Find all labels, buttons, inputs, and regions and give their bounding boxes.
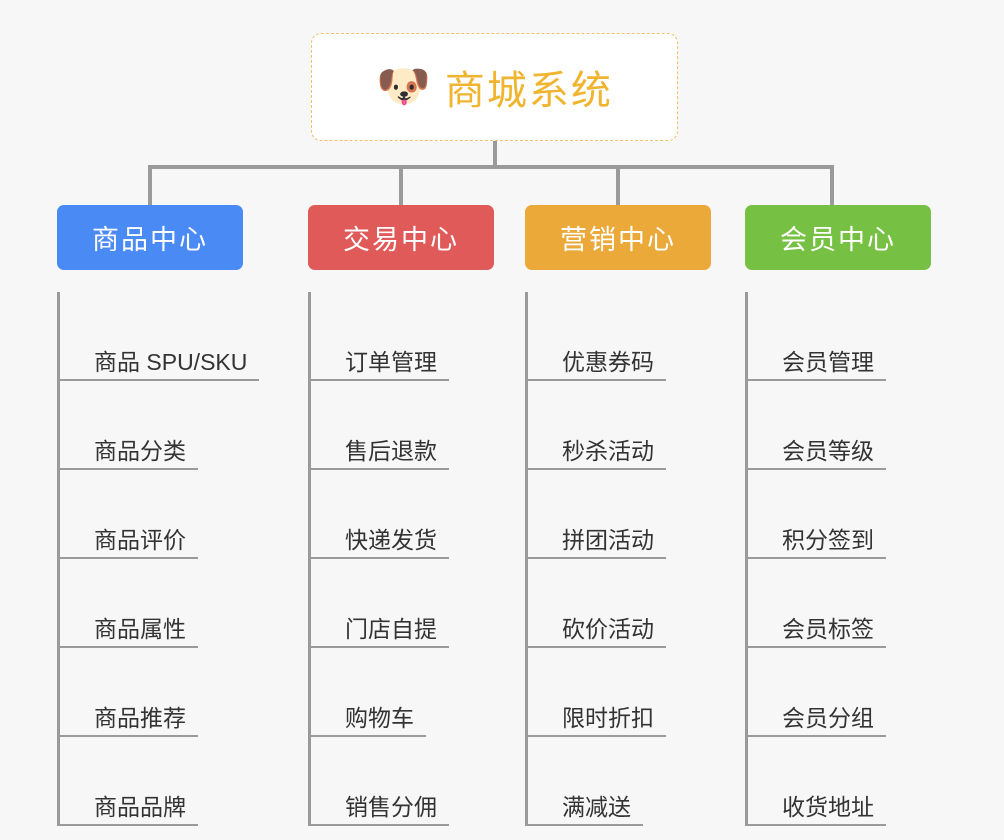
leaf-label: 会员管理 — [748, 349, 886, 381]
branch-column-marketing-center: 营销中心 优惠券码 秒杀活动 拼团活动 砍价活动 限时折扣 满减送 — [525, 205, 711, 826]
list-item[interactable]: 售后退款 — [311, 381, 494, 470]
leaf-label: 购物车 — [311, 705, 426, 737]
list-item[interactable]: 拼团活动 — [528, 470, 711, 559]
leaf-label: 秒杀活动 — [528, 438, 666, 470]
list-item[interactable]: 会员标签 — [748, 559, 931, 648]
leaf-label: 会员分组 — [748, 705, 886, 737]
connector-root-stem — [493, 141, 497, 168]
branch-column-product-center: 商品中心 商品 SPU/SKU 商品分类 商品评价 商品属性 商品推荐 商品品牌 — [57, 205, 260, 826]
list-item[interactable]: 销售分佣 — [311, 737, 494, 826]
connector-drop-3 — [616, 165, 620, 205]
leaf-label: 拼团活动 — [528, 527, 666, 559]
list-item[interactable]: 商品分类 — [60, 381, 259, 470]
list-item[interactable]: 会员管理 — [748, 292, 931, 381]
list-item[interactable]: 商品评价 — [60, 470, 259, 559]
leaf-label: 售后退款 — [311, 438, 449, 470]
list-item[interactable]: 会员等级 — [748, 381, 931, 470]
leaf-label: 会员等级 — [748, 438, 886, 470]
category-label: 会员中心 — [780, 225, 896, 255]
list-item[interactable]: 门店自提 — [311, 559, 494, 648]
list-item[interactable]: 砍价活动 — [528, 559, 711, 648]
connector-drop-2 — [399, 165, 403, 205]
leaf-list-member-center: 会员管理 会员等级 积分签到 会员标签 会员分组 收货地址 — [745, 292, 931, 826]
category-box-product-center[interactable]: 商品中心 — [57, 205, 243, 270]
leaf-label: 商品品牌 — [60, 794, 198, 826]
category-box-member-center[interactable]: 会员中心 — [745, 205, 931, 270]
leaf-label: 快递发货 — [311, 527, 449, 559]
list-item[interactable]: 商品推荐 — [60, 648, 259, 737]
category-label: 交易中心 — [343, 225, 459, 255]
connector-drop-1 — [148, 165, 152, 205]
list-item[interactable]: 商品品牌 — [60, 737, 259, 826]
list-item[interactable]: 限时折扣 — [528, 648, 711, 737]
leaf-label: 满减送 — [528, 794, 643, 826]
leaf-label: 优惠券码 — [528, 349, 666, 381]
list-item[interactable]: 订单管理 — [311, 292, 494, 381]
leaf-label: 商品属性 — [60, 616, 198, 648]
leaf-label: 销售分佣 — [311, 794, 449, 826]
leaf-label: 会员标签 — [748, 616, 886, 648]
leaf-label: 门店自提 — [311, 616, 449, 648]
branch-column-trade-center: 交易中心 订单管理 售后退款 快递发货 门店自提 购物车 销售分佣 — [308, 205, 494, 826]
leaf-label: 订单管理 — [311, 349, 449, 381]
leaf-list-trade-center: 订单管理 售后退款 快递发货 门店自提 购物车 销售分佣 — [308, 292, 494, 826]
list-item[interactable]: 购物车 — [311, 648, 494, 737]
list-item[interactable]: 积分签到 — [748, 470, 931, 559]
category-label: 营销中心 — [560, 225, 676, 255]
list-item[interactable]: 会员分组 — [748, 648, 931, 737]
connector-drop-4 — [830, 165, 834, 205]
branch-column-member-center: 会员中心 会员管理 会员等级 积分签到 会员标签 会员分组 收货地址 — [745, 205, 931, 826]
root-node-title: 商城系统 — [444, 69, 613, 113]
list-item[interactable]: 快递发货 — [311, 470, 494, 559]
list-item[interactable]: 收货地址 — [748, 737, 931, 826]
leaf-label: 商品 SPU/SKU — [60, 349, 260, 381]
leaf-list-product-center: 商品 SPU/SKU 商品分类 商品评价 商品属性 商品推荐 商品品牌 — [57, 292, 260, 826]
shiba-dog-face-icon: 🐶 — [376, 62, 431, 111]
list-item[interactable]: 秒杀活动 — [528, 381, 711, 470]
category-box-marketing-center[interactable]: 营销中心 — [525, 205, 711, 270]
list-item[interactable]: 满减送 — [528, 737, 711, 826]
leaf-label: 砍价活动 — [528, 616, 666, 648]
leaf-label: 商品评价 — [60, 527, 198, 559]
list-item[interactable]: 优惠券码 — [528, 292, 711, 381]
leaf-label: 收货地址 — [748, 794, 886, 826]
category-box-trade-center[interactable]: 交易中心 — [308, 205, 494, 270]
connector-horizontal-bus — [148, 165, 834, 169]
root-node-mall-system[interactable]: 🐶 商城系统 — [311, 33, 678, 141]
leaf-list-marketing-center: 优惠券码 秒杀活动 拼团活动 砍价活动 限时折扣 满减送 — [525, 292, 711, 826]
list-item[interactable]: 商品 SPU/SKU — [60, 292, 260, 381]
leaf-label: 限时折扣 — [528, 705, 666, 737]
category-label: 商品中心 — [92, 225, 208, 255]
leaf-label: 商品推荐 — [60, 705, 198, 737]
list-item[interactable]: 商品属性 — [60, 559, 259, 648]
leaf-label: 积分签到 — [748, 527, 886, 559]
leaf-label: 商品分类 — [60, 438, 198, 470]
